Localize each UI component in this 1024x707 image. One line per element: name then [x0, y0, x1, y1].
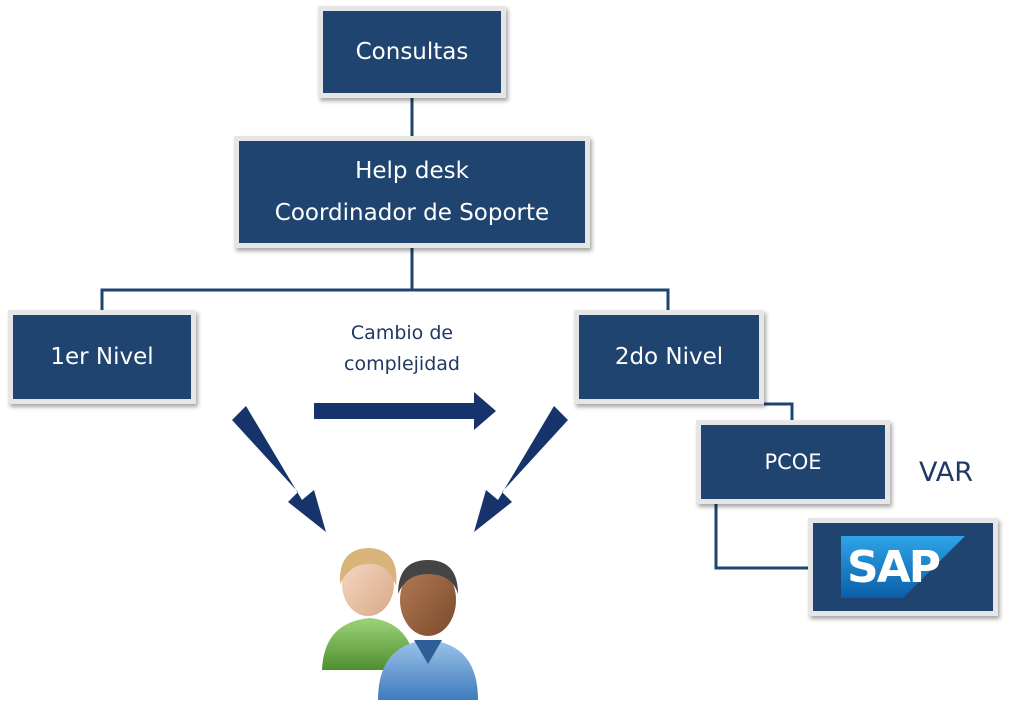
arrow-nivel2-to-users — [474, 406, 568, 532]
users-icon — [322, 548, 478, 700]
node-help-desk-subtitle: Coordinador de Soporte — [274, 200, 550, 226]
sap-logo: SAP — [841, 536, 965, 598]
label-cambio-line2: complejidad — [344, 353, 460, 375]
node-2do-nivel[interactable]: 2do Nivel — [574, 310, 764, 404]
label-cambio-complejidad: Cambio de complejidad — [312, 318, 492, 380]
connector-branch — [100, 288, 670, 310]
arrow-nivel1-to-users — [232, 406, 326, 532]
node-pcoe[interactable]: PCOE — [696, 420, 890, 504]
arrow-right — [314, 392, 496, 430]
connector-nivel2-pcoe — [764, 402, 794, 420]
node-consultas-label: Consultas — [355, 39, 469, 65]
sap-logo-shape — [841, 536, 965, 598]
node-2do-nivel-label: 2do Nivel — [614, 344, 724, 370]
node-1er-nivel[interactable]: 1er Nivel — [8, 310, 196, 404]
node-help-desk[interactable]: Help desk Coordinador de Soporte — [234, 136, 590, 248]
node-consultas[interactable]: Consultas — [318, 6, 506, 98]
node-sap[interactable]: SAP — [808, 518, 998, 616]
connector-pcoe-sap — [714, 504, 808, 570]
label-var: VAR — [919, 457, 973, 488]
label-cambio-line1: Cambio de — [350, 322, 454, 344]
node-help-desk-title: Help desk — [355, 158, 469, 184]
node-pcoe-label: PCOE — [764, 450, 822, 474]
sap-logo-text: SAP — [847, 542, 941, 593]
node-1er-nivel-label: 1er Nivel — [50, 344, 154, 370]
